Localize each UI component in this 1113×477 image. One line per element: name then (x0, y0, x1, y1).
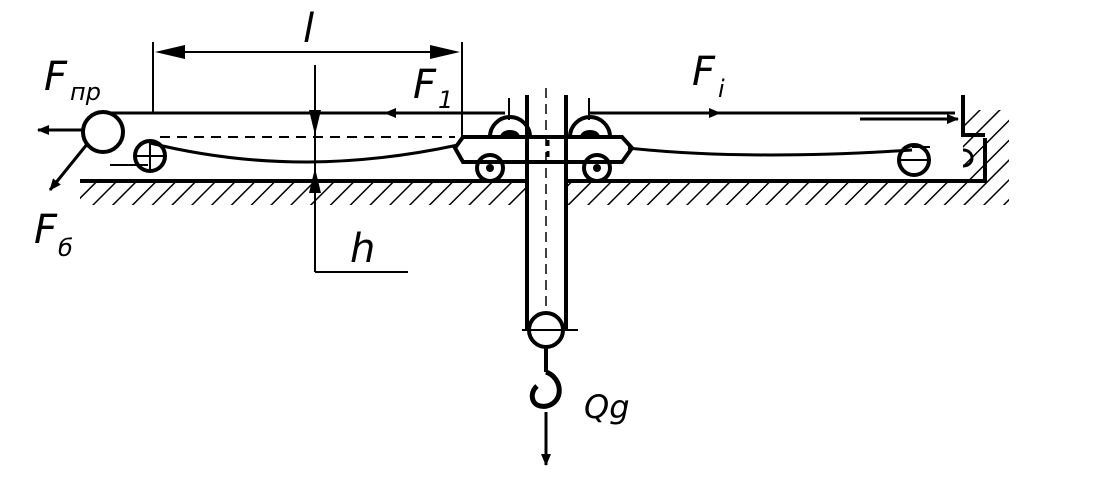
wall-anchor (961, 95, 987, 183)
span-dimension (152, 42, 463, 140)
sag-dimension (309, 65, 408, 273)
drum-force-subscript: пр (70, 78, 101, 106)
brake-force-label: F б (34, 207, 73, 262)
tension-1-symbol: F (413, 62, 437, 108)
guide-pulley-left (133, 139, 167, 173)
force-arrows (37, 108, 959, 466)
hook-icon (529, 347, 562, 409)
trolley (452, 98, 635, 183)
tension-i-subscript: i (718, 75, 725, 103)
guide-pulley-right (897, 143, 931, 177)
tension-i-label: F i (692, 49, 725, 103)
drum-force-label: F пр (44, 54, 101, 106)
load-label: Qg (584, 388, 630, 426)
tension-1-subscript: 1 (438, 86, 453, 114)
trolley-wheel-left (475, 153, 505, 183)
lower-rope (149, 136, 930, 164)
trolley-wheel-right (582, 153, 612, 183)
ground-hatching (80, 110, 1009, 205)
tension-1-label: F 1 (413, 62, 453, 114)
tension-i-symbol: F (692, 49, 716, 95)
sag-label: h (350, 226, 375, 272)
drive-drum (81, 110, 125, 154)
brake-force-subscript: б (58, 234, 73, 262)
drum-force-symbol: F (44, 54, 68, 100)
span-label: l (303, 6, 314, 52)
brake-force-symbol: F (34, 207, 58, 253)
hoist-ropes (522, 88, 578, 331)
